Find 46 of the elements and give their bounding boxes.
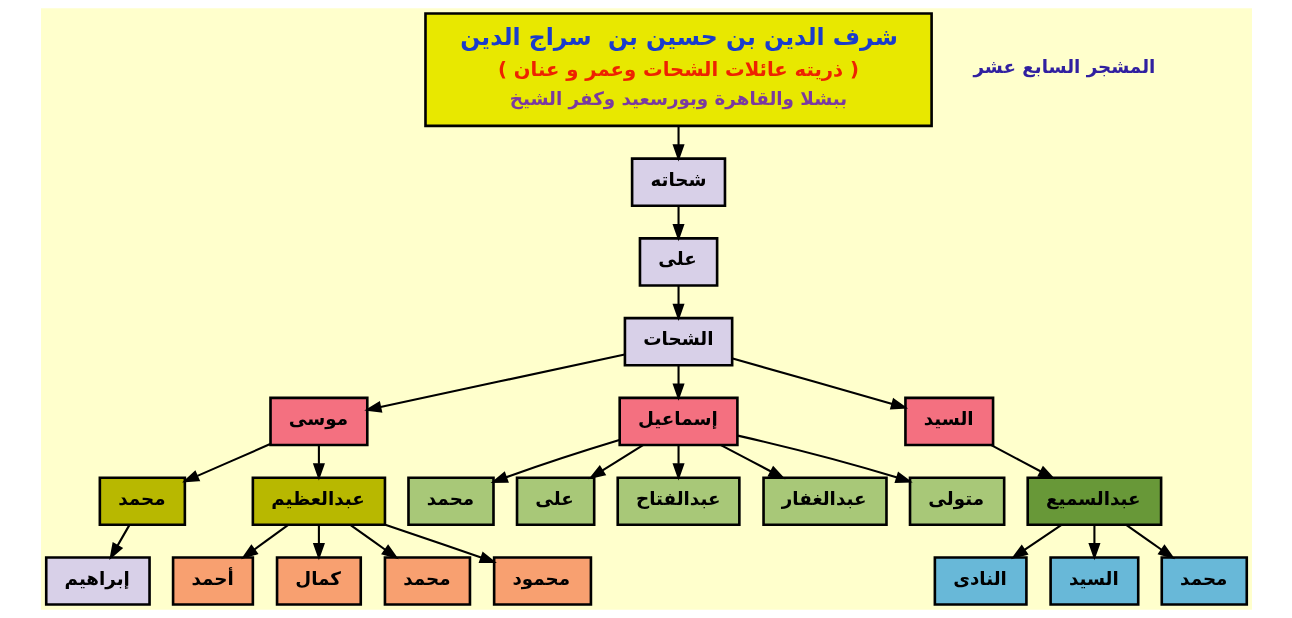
node-box: السيد — [903, 396, 994, 447]
node-box: عبدالفتاح — [615, 476, 741, 527]
node-box: السيد — [1048, 556, 1140, 606]
node-box: موسى — [268, 396, 369, 447]
node-box: الشحات — [623, 316, 733, 367]
arrow — [1087, 524, 1100, 561]
node-box: كمال — [275, 556, 362, 606]
node-box: على — [515, 476, 595, 527]
node-box: محمد — [1159, 556, 1248, 606]
node-box: عبدالسميع — [1025, 476, 1162, 527]
arrow — [490, 439, 620, 483]
arrow — [312, 524, 325, 561]
node-box: محمد — [406, 476, 495, 527]
node-box: محمود — [492, 556, 592, 606]
node-box: متولى — [908, 476, 1005, 527]
arrow — [312, 445, 325, 481]
arrow — [990, 444, 1055, 480]
arrow — [731, 357, 908, 410]
arrow — [672, 445, 685, 481]
node-box: إسماعيل — [617, 396, 739, 447]
node-box: على — [638, 237, 718, 287]
arrow — [672, 365, 685, 401]
arrow — [672, 126, 685, 162]
arrow — [240, 524, 289, 560]
arrow — [1125, 524, 1175, 560]
arrow — [737, 434, 913, 484]
node-box: شحاته — [630, 157, 726, 207]
arrow — [719, 444, 786, 480]
label: المشجر السابع عشر — [972, 56, 1155, 78]
arrow — [363, 353, 625, 413]
node-box: محمد — [383, 556, 471, 606]
arrow — [349, 524, 399, 560]
node-box: شرف الدين بن حسين بن سراج الدين ( ذريته عائلات الشحات وعمر و عنان ) ببشلا والقاهرة وبورسعيد وكفر الشيخ — [423, 12, 933, 128]
arrow — [672, 285, 685, 321]
node-box: أحمد — [171, 556, 254, 606]
node-box: محمد — [98, 476, 186, 527]
node-box: عبدالعظيم — [251, 476, 386, 527]
arrow — [672, 205, 685, 242]
node-box: النادى — [933, 556, 1028, 606]
arrow — [384, 523, 497, 564]
arrow — [181, 443, 271, 483]
node-box: عبدالغفار — [761, 476, 888, 527]
arrow — [587, 444, 644, 480]
node-box: إبراهيم — [44, 556, 151, 606]
arrow — [108, 524, 130, 560]
arrow — [1010, 524, 1062, 560]
